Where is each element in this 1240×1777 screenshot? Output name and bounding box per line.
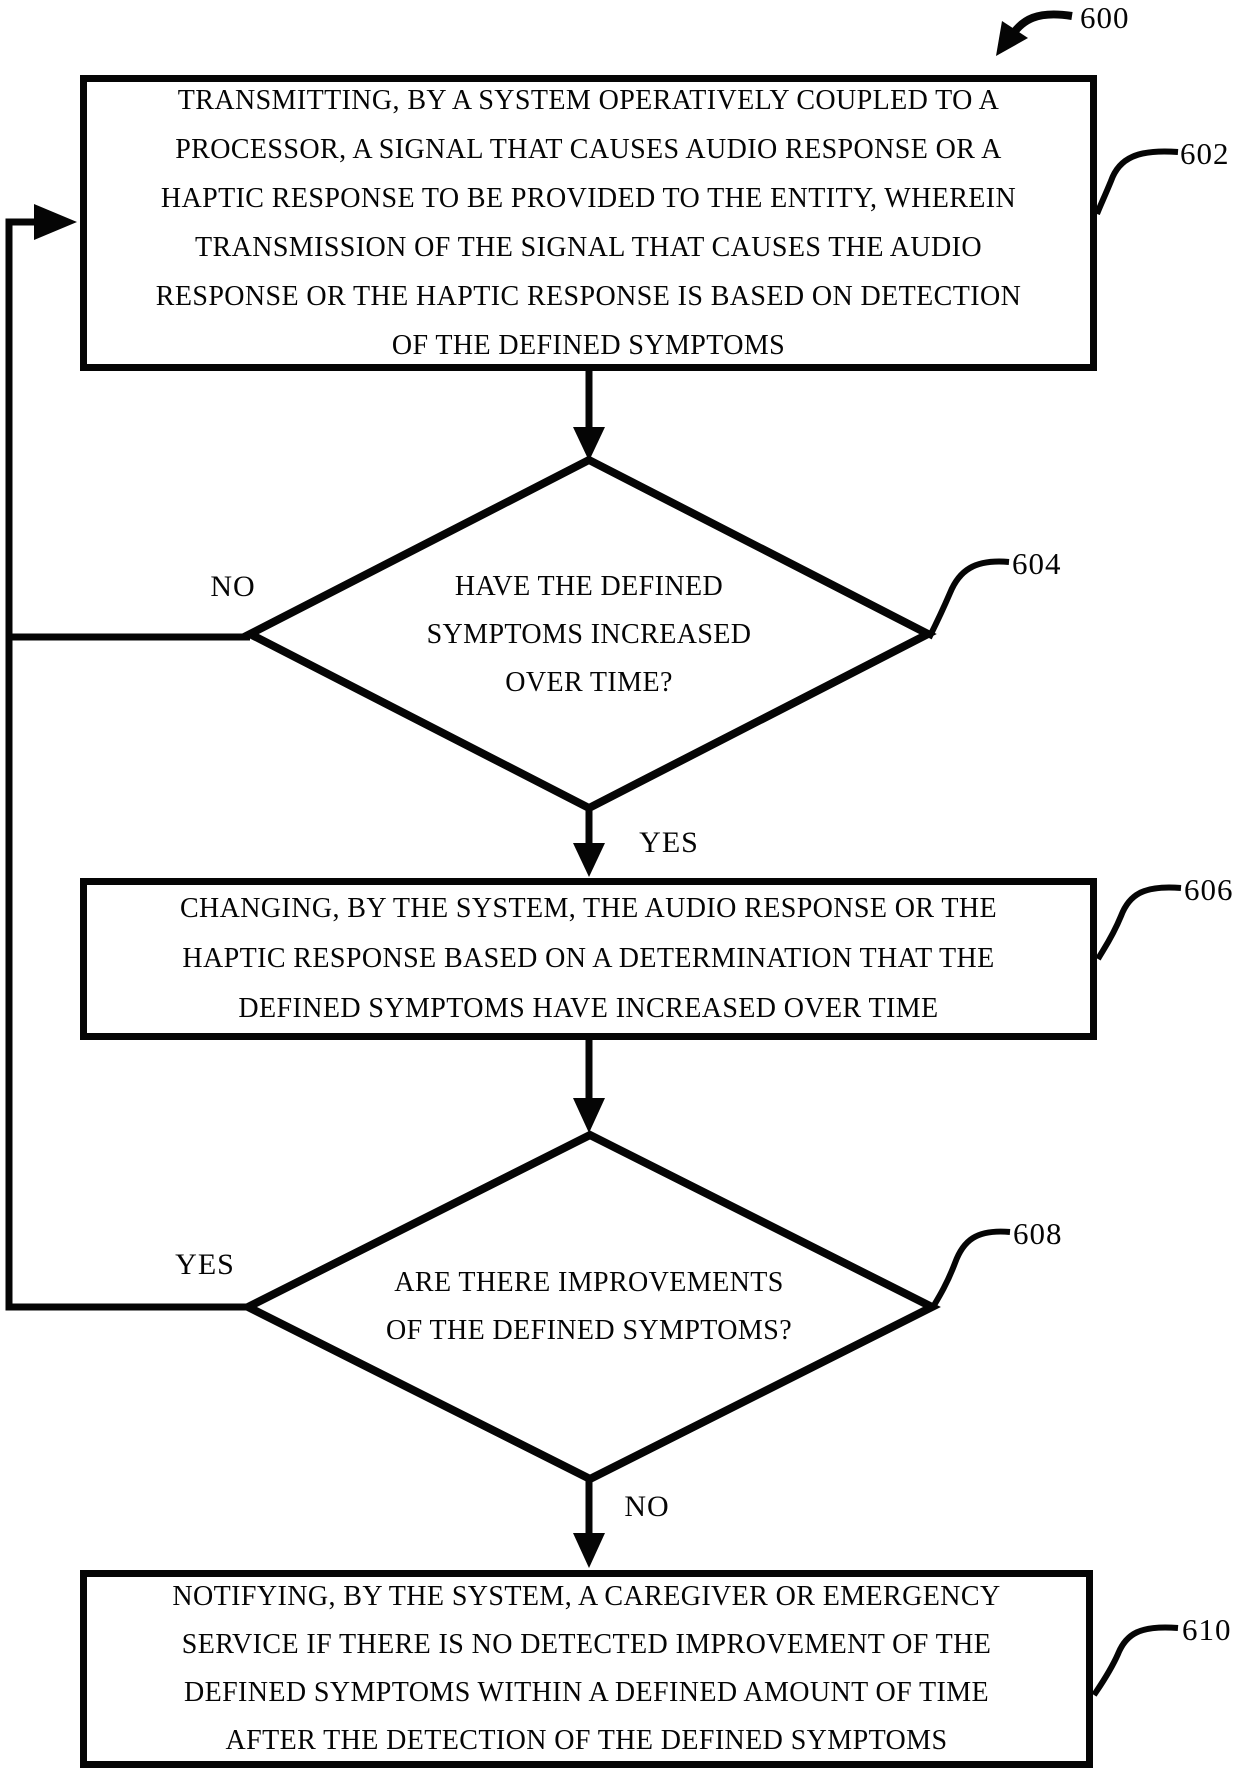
leader-604 bbox=[926, 558, 1010, 640]
loopback-rail bbox=[5, 218, 248, 1311]
ref-label-606: 606 bbox=[1184, 872, 1234, 907]
arrowhead-into-608 bbox=[573, 1098, 605, 1133]
branch-label-no-604: NO bbox=[210, 570, 256, 603]
process-box-610: NOTIFYING, BY THE SYSTEM, A CAREGIVER OR… bbox=[80, 1570, 1093, 1768]
process-box-606: CHANGING, BY THE SYSTEM, THE AUDIO RESPO… bbox=[80, 878, 1097, 1040]
process-box-606-text: CHANGING, BY THE SYSTEM, THE AUDIO RESPO… bbox=[179, 893, 997, 1024]
arrowhead-into-604 bbox=[573, 427, 605, 461]
figure-ref-600: 600 bbox=[1080, 0, 1130, 35]
ref-label-602: 602 bbox=[1180, 136, 1230, 171]
leader-606 bbox=[1095, 884, 1182, 961]
leader-602 bbox=[1094, 148, 1179, 216]
process-box-602: TRANSMITTING, BY A SYSTEM OPERATIVELY CO… bbox=[80, 75, 1097, 371]
decision-608-text: ARE THERE IMPROVEMENTS OF THE DEFINED SY… bbox=[385, 1267, 793, 1346]
ref-label-604: 604 bbox=[1012, 546, 1062, 581]
leader-608 bbox=[930, 1228, 1011, 1309]
arrowhead-into-602 bbox=[34, 204, 77, 240]
branch-label-yes-608: YES bbox=[175, 1248, 235, 1281]
process-box-602-text: TRANSMITTING, BY A SYSTEM OPERATIVELY CO… bbox=[155, 85, 1022, 361]
arrowhead-into-610 bbox=[573, 1533, 605, 1568]
leader-610 bbox=[1091, 1624, 1179, 1697]
decision-604-text: HAVE THE DEFINED SYMPTOMS INCREASED OVER… bbox=[426, 571, 752, 698]
arrowhead-into-606 bbox=[573, 843, 605, 877]
process-box-610-text: NOTIFYING, BY THE SYSTEM, A CAREGIVER OR… bbox=[172, 1581, 1001, 1756]
branch-label-no-608: NO bbox=[624, 1490, 670, 1523]
figure-ref-arrowhead bbox=[996, 21, 1028, 56]
ref-label-610: 610 bbox=[1182, 1612, 1232, 1647]
ref-label-608: 608 bbox=[1013, 1216, 1063, 1251]
branch-label-yes-604: YES bbox=[639, 826, 699, 859]
